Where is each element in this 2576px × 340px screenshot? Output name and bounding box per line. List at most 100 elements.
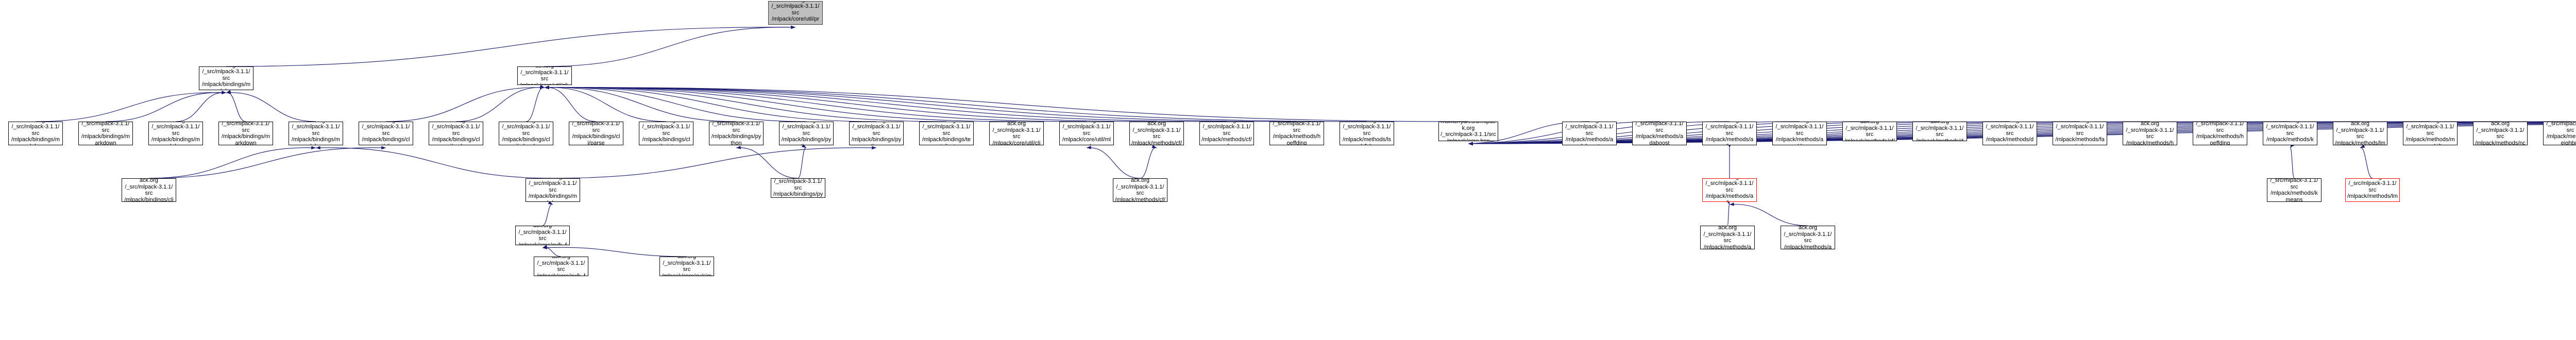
graph-node-label: /home/ryan/src/mlpack.org /_src/mlpack-3…: [2270, 178, 2318, 202]
graph-node[interactable]: /home/ryan/src/mlpack.org /_src/mlpack-3…: [2053, 122, 2107, 145]
graph-node[interactable]: /home/ryan/src/mlpack.org /_src/mlpack-3…: [768, 1, 823, 25]
graph-node[interactable]: /home/ryan/src/mlpack.org /_src/mlpack-3…: [526, 178, 580, 202]
graph-node[interactable]: /home/ryan/src/mlpack.org /_src/mlpack-3…: [122, 178, 176, 202]
graph-node-label: /home/ryan/src/mlpack.org /_src/mlpack-3…: [572, 122, 620, 145]
graph-node-label: /home/ryan/src/mlpack.org /_src/mlpack-3…: [11, 122, 60, 145]
graph-node-label: /home/ryan/src/mlpack.org /_src/mlpack-3…: [1115, 178, 1165, 202]
graph-node[interactable]: /home/ryan/src/mlpack.org /_src/mlpack-3…: [2193, 122, 2247, 145]
graph-edge: [226, 25, 796, 67]
graph-node-label: /home/ryan/src/mlpack.org /_src/mlpack-3…: [2266, 122, 2314, 145]
graph-node[interactable]: /home/ryan/src/mlpack.org /_src/mlpack-3…: [639, 122, 693, 145]
graph-edge: [798, 144, 807, 179]
graph-node[interactable]: /home/ryan/src/mlpack.org /_src/mlpack-3…: [534, 257, 588, 276]
graph-edge: [226, 91, 316, 122]
graph-edge: [544, 86, 1227, 122]
graph-node[interactable]: /home/ryan/src/mlpack.org /_src/mlpack-3…: [2333, 122, 2387, 145]
graph-node[interactable]: /home/ryan/src/mlpack.org /_src/mlpack-3…: [1702, 178, 1757, 202]
graph-node-label: /home/ryan/src/mlpack.org /_src/mlpack-3…: [518, 226, 567, 245]
graph-node-label: /home/ryan/src/mlpack.org /_src/mlpack-3…: [771, 2, 820, 24]
graph-node-label: /home/ryan/src/mlpack.org /_src/mlpack-3…: [922, 122, 971, 145]
graph-edge: [455, 86, 545, 122]
graph-node[interactable]: /home/ryan/src/mlpack.org /_src/mlpack-3…: [1059, 122, 1114, 145]
graph-node[interactable]: /home/ryan/src/mlpack.org /_src/mlpack-3…: [919, 122, 974, 145]
graph-node-label: /home/ryan/src/mlpack.org /_src/mlpack-3…: [1062, 122, 1111, 145]
graph-node[interactable]: /home/ryan/src/mlpack.org /_src/mlpack-3…: [1702, 122, 1757, 145]
graph-edge: [544, 86, 1087, 122]
graph-edge: [1729, 202, 1808, 226]
graph-edge: [544, 86, 877, 122]
graph-node-label: /home/ryan/src/mlpack.org /_src/mlpack-3…: [1635, 122, 1684, 145]
graph-edge: [544, 86, 947, 122]
graph-node[interactable]: /home/ryan/src/mlpack.org /_src/mlpack-3…: [1700, 226, 1755, 249]
graph-node[interactable]: /home/ryan/src/mlpack.org /_src/mlpack-3…: [771, 178, 825, 198]
graph-edge: [2290, 143, 2295, 179]
graph-node[interactable]: /home/ryan/src/mlpack.org /_src/mlpack-3…: [1269, 122, 1324, 145]
graph-edge: [544, 86, 1017, 122]
graph-edge: [526, 84, 545, 122]
graph-node[interactable]: /home/ryan/src/mlpack.org /_src/mlpack-3…: [517, 66, 572, 85]
graph-edge: [315, 146, 553, 179]
graph-node[interactable]: /home/ryan/src/mlpack.org /_src/mlpack-3…: [78, 122, 133, 145]
graph-node[interactable]: /home/ryan/src/mlpack.org /_src/mlpack-3…: [1199, 122, 1254, 145]
graph-node[interactable]: /home/ryan/src/mlpack.org /_src/mlpack-3…: [359, 122, 413, 145]
graph-node[interactable]: /home/ryan/src/mlpack.org /_src/mlpack-3…: [1113, 178, 1167, 202]
graph-node[interactable]: /home/ryan/src/mlpack.org /_src/mlpack-3…: [8, 122, 63, 145]
graph-node[interactable]: /home/ryan/src/mlpack.org /_src/mlpack-3…: [1438, 122, 1498, 141]
graph-node[interactable]: /home/ryan/src/mlpack.org /_src/mlpack-3…: [2123, 122, 2177, 145]
graph-node-label: /home/ryan/src/mlpack.org /_src/mlpack-3…: [662, 257, 712, 276]
graph-node[interactable]: /home/ryan/src/mlpack.org /_src/mlpack-3…: [1632, 122, 1687, 145]
graph-node[interactable]: /home/ryan/src/mlpack.org /_src/mlpack-3…: [515, 226, 570, 245]
graph-node-label: /home/ryan/src/mlpack.org /_src/mlpack-3…: [81, 122, 130, 145]
graph-node[interactable]: /home/ryan/src/mlpack.org /_src/mlpack-3…: [1562, 122, 1617, 145]
graph-edge: [2360, 144, 2373, 179]
graph-node[interactable]: /home/ryan/src/mlpack.org /_src/mlpack-3…: [1842, 122, 1897, 141]
graph-node[interactable]: /home/ryan/src/mlpack.org /_src/mlpack-3…: [1129, 122, 1184, 145]
graph-edge: [544, 85, 597, 122]
graph-node[interactable]: /home/ryan/src/mlpack.org /_src/mlpack-3…: [779, 122, 834, 145]
graph-node[interactable]: /home/ryan/src/mlpack.org /_src/mlpack-3…: [1340, 122, 1394, 145]
graph-edge: [385, 86, 545, 122]
graph-node-label: /home/ryan/src/mlpack.org /_src/mlpack-3…: [1201, 122, 1252, 145]
graph-edge: [1726, 199, 1730, 226]
graph-node[interactable]: /home/ryan/src/mlpack.org /_src/mlpack-3…: [2345, 178, 2400, 202]
graph-node-label: /home/ryan/src/mlpack.org /_src/mlpack-3…: [1775, 122, 1824, 145]
graph-node[interactable]: /home/ryan/src/mlpack.org /_src/mlpack-3…: [148, 122, 203, 145]
graph-node[interactable]: /home/ryan/src/mlpack.org /_src/mlpack-3…: [2473, 122, 2528, 145]
graph-edge: [736, 145, 799, 179]
graph-edge: [542, 201, 553, 226]
graph-node[interactable]: /home/ryan/src/mlpack.org /_src/mlpack-3…: [1772, 122, 1827, 145]
graph-node-label: /home/ryan/src/mlpack.org /_src/mlpack-3…: [1342, 122, 1392, 145]
graph-node-label: /home/ryan/src/mlpack.org /_src/mlpack-3…: [2196, 122, 2244, 145]
graph-node[interactable]: /home/ryan/src/mlpack.org /_src/mlpack-3…: [429, 122, 483, 145]
graph-node[interactable]: /home/ryan/src/mlpack.org /_src/mlpack-3…: [2263, 122, 2317, 145]
graph-edge: [544, 86, 667, 122]
graph-node[interactable]: /home/ryan/src/mlpack.org /_src/mlpack-3…: [659, 257, 714, 276]
graph-node[interactable]: /home/ryan/src/mlpack.org /_src/mlpack-3…: [569, 122, 623, 145]
graph-edge: [552, 146, 877, 179]
graph-node-label: /home/ryan/src/mlpack.org /_src/mlpack-3…: [2405, 122, 2455, 145]
graph-node[interactable]: /home/ryan/src/mlpack.org /_src/mlpack-3…: [709, 122, 764, 145]
graph-node-label: /home/ryan/src/mlpack.org /_src/mlpack-3…: [432, 122, 480, 145]
graph-node[interactable]: /home/ryan/src/mlpack.org /_src/mlpack-3…: [849, 122, 904, 145]
graph-edge: [35, 91, 227, 122]
graph-node[interactable]: /home/ryan/src/mlpack.org /_src/mlpack-3…: [1781, 226, 1835, 249]
graph-node-label: /home/ryan/src/mlpack.org /_src/mlpack-3…: [2546, 122, 2576, 145]
graph-node[interactable]: /home/ryan/src/mlpack.org /_src/mlpack-3…: [2403, 122, 2458, 145]
graph-node-label: /home/ryan/src/mlpack.org /_src/mlpack-3…: [520, 67, 569, 84]
graph-node[interactable]: /home/ryan/src/mlpack.org /_src/mlpack-3…: [218, 122, 273, 145]
graph-edge: [544, 25, 796, 67]
graph-node-label: /home/ryan/src/mlpack.org /_src/mlpack-3…: [711, 122, 761, 145]
graph-node[interactable]: /home/ryan/src/mlpack.org /_src/mlpack-3…: [2267, 178, 2321, 202]
graph-node-label: /home/ryan/src/mlpack.org /_src/mlpack-3…: [1703, 226, 1752, 249]
graph-node[interactable]: /home/ryan/src/mlpack.org /_src/mlpack-3…: [289, 122, 343, 145]
graph-node[interactable]: /home/ryan/src/mlpack.org /_src/mlpack-3…: [499, 122, 553, 145]
graph-edge: [544, 86, 807, 122]
graph-node[interactable]: /home/ryan/src/mlpack.org /_src/mlpack-3…: [1912, 122, 1967, 141]
graph-node[interactable]: /home/ryan/src/mlpack.org /_src/mlpack-3…: [1982, 122, 2037, 145]
graph-node[interactable]: /home/ryan/src/mlpack.org /_src/mlpack-3…: [989, 122, 1044, 145]
graph-edge: [1140, 145, 1157, 179]
graph-node-label: /home/ryan/src/mlpack.org /_src/mlpack-3…: [1440, 122, 1496, 141]
graph-node[interactable]: /home/ryan/src/mlpack.org /_src/mlpack-3…: [199, 66, 253, 90]
graph-node[interactable]: /home/ryan/src/mlpack.org /_src/mlpack-3…: [2543, 122, 2576, 145]
